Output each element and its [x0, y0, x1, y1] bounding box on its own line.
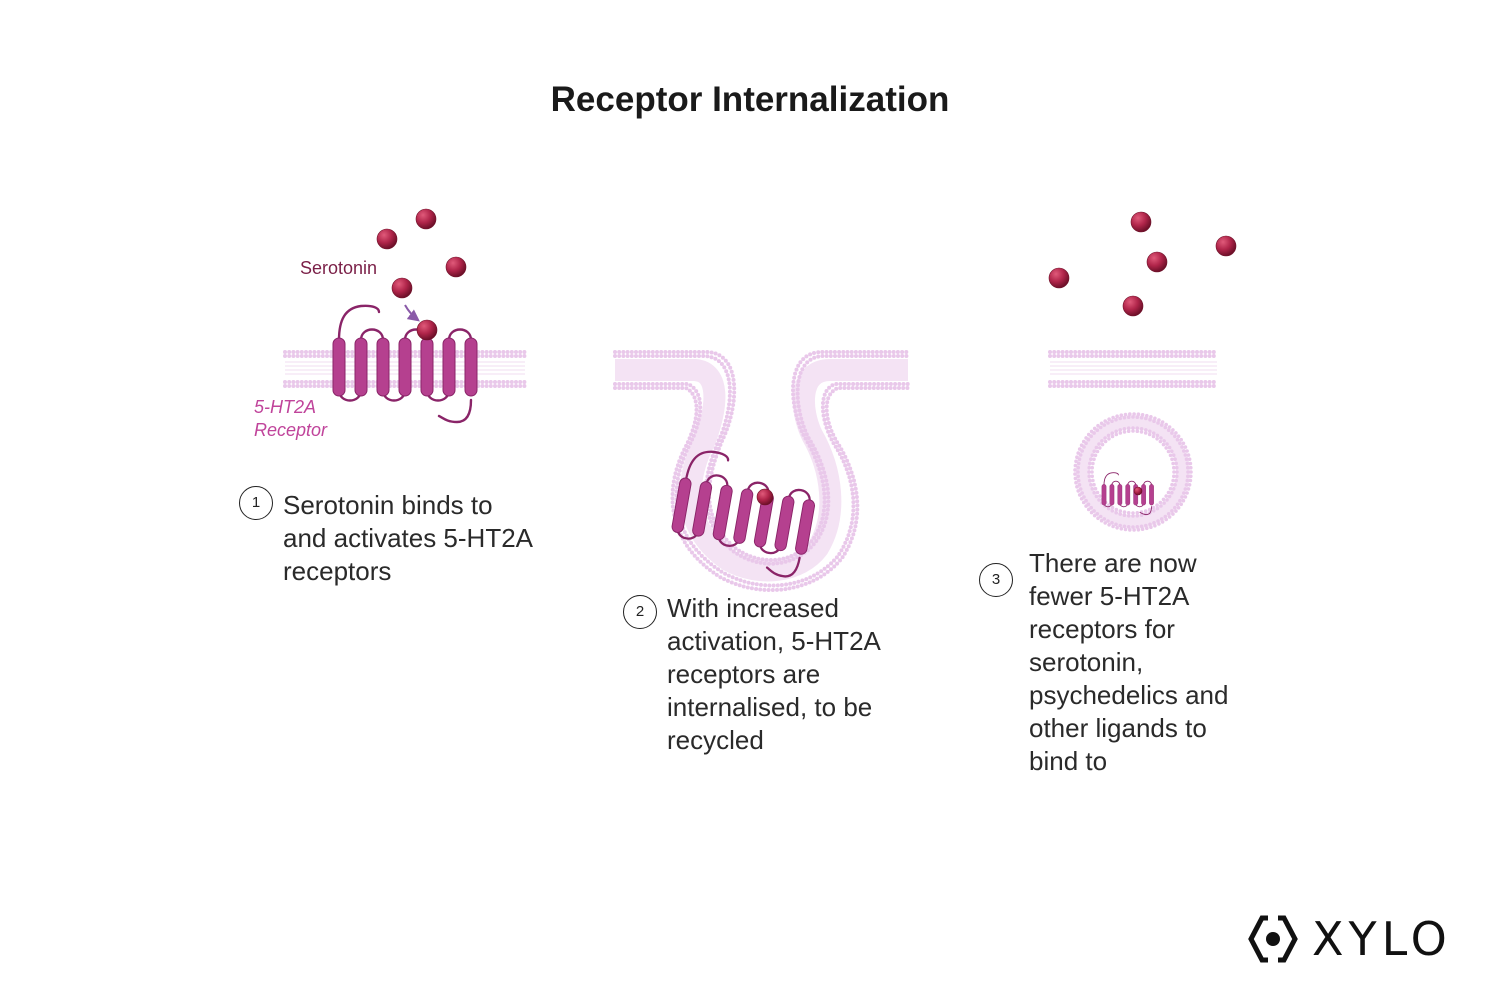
serotonin-molecule-1	[415, 208, 437, 230]
serotonin-molecule-4	[391, 277, 413, 299]
serotonin-molecule-2	[376, 228, 398, 250]
serotonin-molecule-8	[1215, 235, 1237, 257]
serotonin-molecule-9	[1146, 251, 1168, 273]
receptor-label-line1: 5-HT2A	[254, 397, 317, 417]
serotonin-molecule-6	[756, 488, 774, 506]
serotonin-molecule-11	[1122, 295, 1144, 317]
receptor-panel-2	[671, 450, 816, 578]
page-title: Receptor Internalization	[550, 80, 950, 119]
membrane-panel-3-vesicle	[1073, 412, 1193, 532]
step-2-number: 2	[623, 595, 657, 629]
serotonin-molecule-7	[1130, 211, 1152, 233]
step-3-number: 3	[979, 563, 1013, 597]
serotonin-molecule-3	[445, 256, 467, 278]
receptor-label: 5-HT2A Receptor	[254, 396, 327, 442]
logo-wordmark: XYLO	[1312, 912, 1452, 966]
serotonin-molecule-10	[1048, 267, 1070, 289]
serotonin-molecule-12	[1133, 486, 1143, 496]
membrane-panel-3	[1048, 350, 1217, 388]
step-3-text: There are now fewer 5-HT2A receptors for…	[1029, 548, 1229, 776]
step-1-text: Serotonin binds to and activates 5-HT2A …	[283, 490, 532, 586]
step-1-number: 1	[239, 486, 273, 520]
binding-arrow	[404, 304, 420, 322]
receptor-panel-1	[332, 304, 478, 424]
serotonin-molecule-5	[416, 319, 438, 341]
serotonin-label: Serotonin	[300, 258, 378, 278]
step-2-text: With increased activation, 5-HT2A recept…	[667, 593, 880, 755]
xylo-logo: XYLO	[1248, 910, 1448, 966]
hexagon-logo-icon	[1248, 914, 1298, 964]
receptor-label-line2: Receptor	[254, 420, 328, 440]
membrane-panel-2-invagination	[613, 350, 910, 592]
